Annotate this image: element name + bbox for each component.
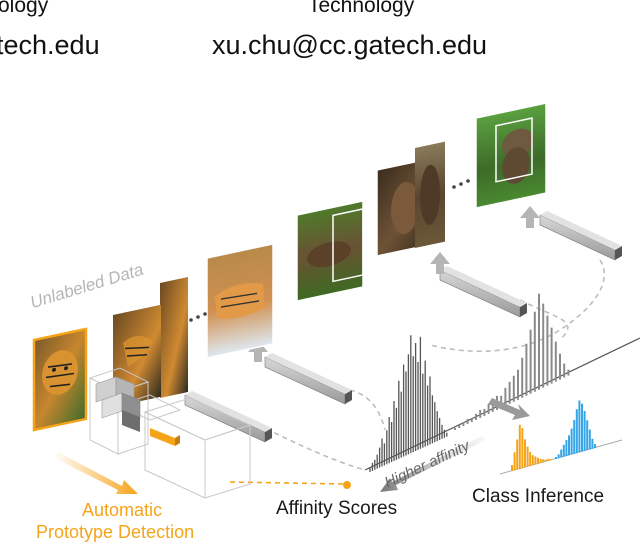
affinity-scores-label: Affinity Scores xyxy=(276,498,398,519)
tiger-image-3 xyxy=(160,277,188,398)
left-affiliation: ology xyxy=(0,0,49,17)
feature-bar-3 xyxy=(439,266,527,318)
feature-bar-1 xyxy=(184,391,272,443)
class-inference-blue-histogram xyxy=(555,400,596,459)
feature-map-cubes xyxy=(95,376,180,446)
higher-affinity-arrow xyxy=(380,436,486,492)
class-inference-label: Class Inference xyxy=(472,486,605,507)
dashed-connectors xyxy=(229,259,606,485)
right-affiliation: Technology xyxy=(308,0,415,17)
tiger-image-snow xyxy=(206,243,274,359)
left-email: tech.edu xyxy=(0,30,100,60)
down-arrows xyxy=(248,206,540,362)
prototype-detection-boxes xyxy=(88,367,252,499)
auto-detection-label-line2: Prototype Detection xyxy=(36,522,195,542)
tiger-image-1 xyxy=(32,327,88,432)
tiger-image-stack xyxy=(32,243,274,432)
auto-detection-arrow xyxy=(54,452,138,494)
class-inference-arrow xyxy=(488,398,530,420)
feature-bar-2 xyxy=(264,353,352,405)
otter-image-stack xyxy=(296,102,547,302)
right-distribution-histogram xyxy=(454,293,570,430)
otter-image-1 xyxy=(296,200,364,302)
class-inference-orange-histogram xyxy=(511,424,552,471)
otter-image-3 xyxy=(415,141,445,248)
affinity-histogram xyxy=(369,335,448,472)
otter-image-4 xyxy=(475,102,547,209)
auto-detection-label-line1: Automatic xyxy=(82,500,163,520)
feature-bars xyxy=(184,211,622,443)
feature-bar-4 xyxy=(539,211,622,261)
affinity-marker-dot xyxy=(343,481,351,489)
ellipsis-dots xyxy=(189,179,470,322)
right-email: xu.chu@cc.gatech.edu xyxy=(212,30,488,60)
